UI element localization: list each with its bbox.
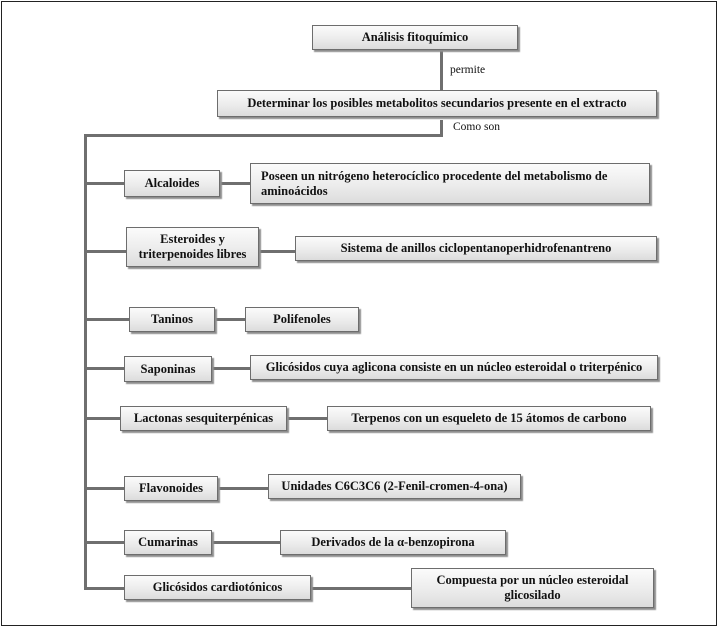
category-box-glicosidos: Glicósidos cardiotónicos bbox=[124, 575, 311, 600]
connector-title-goal bbox=[440, 50, 443, 90]
description-box-taninos: Polifenoles bbox=[245, 307, 359, 332]
category-box-cumarinas: Cumarinas bbox=[124, 530, 212, 555]
branch-line-alcaloides bbox=[84, 182, 124, 185]
trunk-top-line bbox=[84, 134, 443, 137]
branch-line-lactonas bbox=[84, 417, 120, 420]
category-box-saponinas: Saponinas bbox=[124, 356, 212, 382]
link-line-glicosidos bbox=[311, 587, 411, 590]
branch-line-cumarinas bbox=[84, 541, 124, 544]
branch-line-esteroides bbox=[84, 250, 126, 253]
connector-goal-trunk bbox=[440, 120, 443, 136]
category-box-lactonas: Lactonas sesquiterpénicas bbox=[120, 406, 287, 431]
description-box-glicosidos: Compuesta por un núcleo esteroidal glico… bbox=[411, 568, 654, 608]
branch-line-taninos bbox=[84, 318, 129, 321]
link-line-lactonas bbox=[287, 417, 327, 420]
link-line-cumarinas bbox=[212, 541, 280, 544]
description-box-esteroides: Sistema de anillos ciclopentanoperhidrof… bbox=[295, 236, 657, 261]
category-box-taninos: Taninos bbox=[129, 307, 215, 332]
goal-box: Determinar los posibles metabolitos secu… bbox=[217, 90, 657, 117]
connector-label-permite: permite bbox=[450, 64, 486, 76]
category-box-alcaloides: Alcaloides bbox=[124, 170, 220, 197]
link-line-flavonoides bbox=[218, 487, 268, 490]
description-box-flavonoides: Unidades C6C3C6 (2-Fenil-cromen-4-ona) bbox=[268, 474, 521, 499]
link-line-taninos bbox=[215, 318, 245, 321]
title-box: Análisis fitoquímico bbox=[312, 25, 518, 50]
description-box-cumarinas: Derivados de la α-benzopirona bbox=[280, 530, 506, 555]
trunk-vertical-line bbox=[84, 134, 87, 590]
link-line-alcaloides bbox=[220, 182, 250, 185]
link-line-saponinas bbox=[212, 367, 250, 370]
branch-line-flavonoides bbox=[84, 487, 124, 490]
category-box-esteroides: Esteroides y triterpenoides libres bbox=[126, 227, 259, 267]
link-line-esteroides bbox=[259, 250, 295, 253]
category-box-flavonoides: Flavonoides bbox=[124, 476, 218, 501]
description-box-saponinas: Glicósidos cuya aglicona consiste en un … bbox=[250, 355, 658, 380]
branch-line-saponinas bbox=[84, 367, 124, 370]
description-box-lactonas: Terpenos con un esqueleto de 15 átomos d… bbox=[327, 406, 651, 431]
description-box-alcaloides: Poseen un nitrógeno heterocíclico proced… bbox=[250, 163, 650, 204]
connector-label-como-son: Como son bbox=[453, 121, 500, 133]
branch-line-glicosidos bbox=[84, 587, 124, 590]
